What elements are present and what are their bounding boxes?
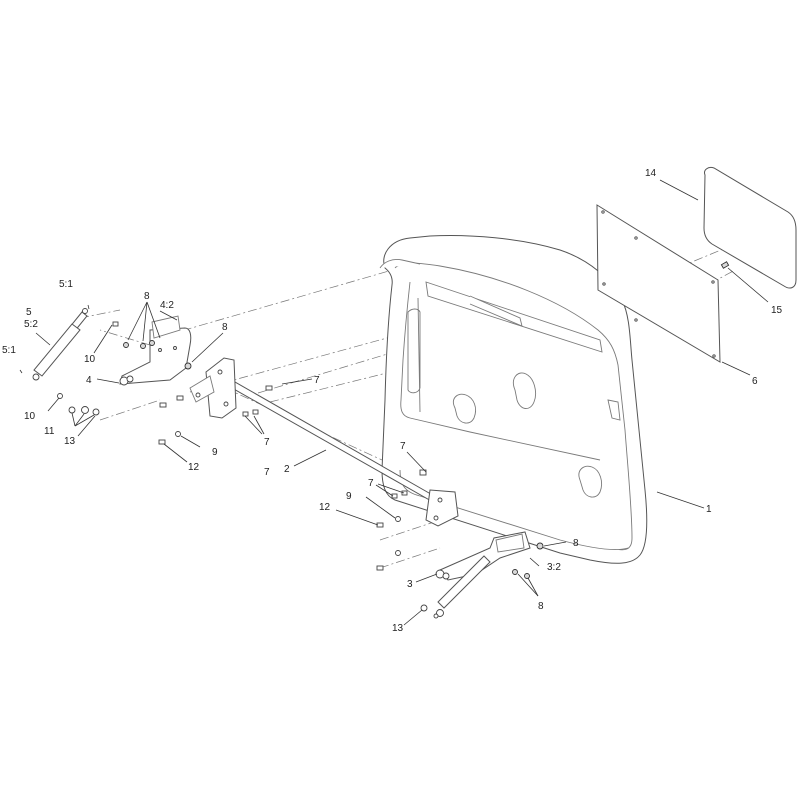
- callout-9-b: 9: [346, 491, 352, 502]
- callout-labels: 1 2 3 3:2 4 4:2 5 5:1 5:1 5:2 6 7 7 7 7 …: [2, 168, 783, 634]
- part-6-plate: [596, 204, 721, 363]
- callout-9-a: 9: [212, 447, 218, 458]
- callout-5-1-left: 5:1: [2, 345, 16, 356]
- callout-3: 3: [407, 579, 413, 590]
- callout-7-a: 7: [314, 375, 320, 386]
- left-mount-plate: [189, 357, 237, 419]
- callout-4: 4: [86, 375, 92, 386]
- callout-8-b: 8: [222, 322, 228, 333]
- callout-5: 5: [26, 307, 32, 318]
- callout-14: 14: [645, 168, 657, 179]
- callout-12-a: 12: [188, 462, 200, 473]
- callout-8-a: 8: [144, 291, 150, 302]
- leader-lines: [35, 179, 769, 626]
- callout-13-b: 13: [392, 623, 404, 634]
- callout-5-2: 5:2: [24, 319, 38, 330]
- callout-7-c: 7: [264, 467, 270, 478]
- callout-2: 2: [284, 464, 290, 475]
- callout-7-b: 7: [264, 437, 270, 448]
- callout-6: 6: [752, 376, 758, 387]
- part-5-gas-strut-left: [19, 304, 90, 381]
- callout-1: 1: [706, 504, 712, 515]
- callout-11: 11: [44, 426, 55, 437]
- callout-8-d: 8: [538, 601, 544, 612]
- callout-10-a: 10: [84, 354, 96, 365]
- callout-3-2: 3:2: [547, 562, 561, 573]
- part-4-left-bracket: [119, 315, 192, 386]
- right-mount-plate: [425, 489, 459, 527]
- callout-13-a: 13: [64, 436, 76, 447]
- callout-4-2: 4:2: [160, 300, 174, 311]
- part-14-decal: [703, 167, 797, 289]
- part-1-rear-hood: [379, 235, 648, 564]
- part-3-right-bracket: [433, 531, 531, 619]
- callout-15: 15: [771, 305, 783, 316]
- callout-10-b: 10: [24, 411, 36, 422]
- callout-5-1-top: 5:1: [59, 279, 73, 290]
- callout-8-c: 8: [573, 538, 579, 549]
- callout-7-d: 7: [400, 441, 406, 452]
- hardware: [57, 321, 544, 612]
- callout-7-e: 7: [368, 478, 374, 489]
- callout-12-b: 12: [319, 502, 331, 513]
- part-15-fastener: [720, 261, 730, 269]
